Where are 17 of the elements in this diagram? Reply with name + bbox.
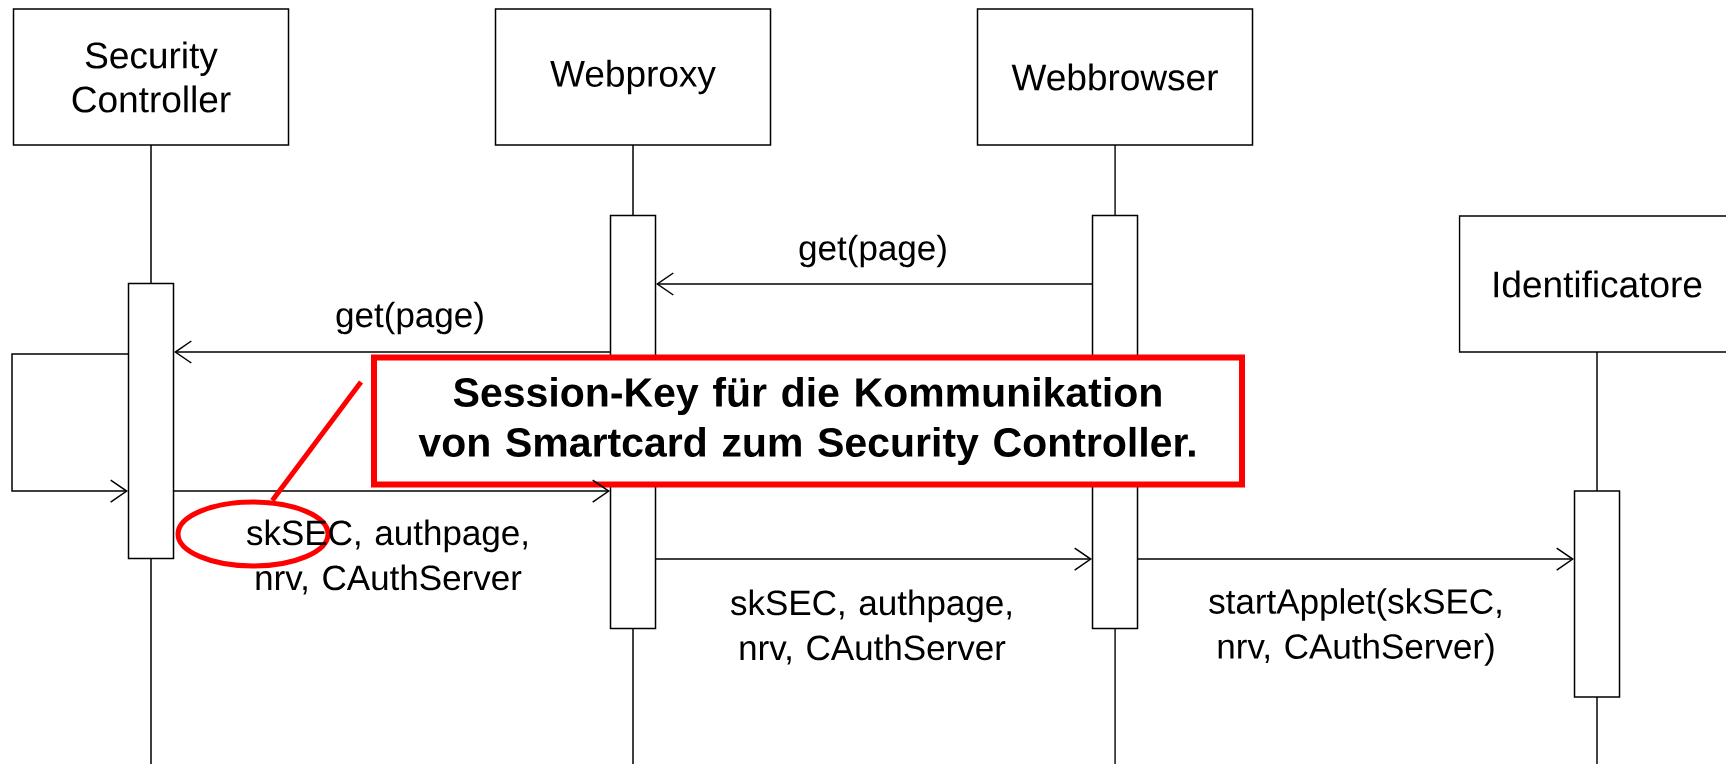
edge-label: get(page) (336, 301, 483, 335)
edge-label: startApplet(skSEC, nrv, CAuthServer) (1209, 588, 1501, 666)
message-arrow (1137, 547, 1574, 571)
edge-label: skSEC, authpage, nrv, CAuthServer (730, 589, 1011, 665)
leader-line (270, 380, 363, 503)
message-arrow (174, 340, 611, 364)
participant-box: Webproxy (494, 8, 772, 146)
message-arrow (655, 547, 1092, 571)
self-message-arrow (11, 353, 129, 503)
message-arrow (656, 272, 1093, 296)
participant-box: Security Controller (12, 8, 290, 146)
activation-bar (127, 282, 175, 560)
participant-box: Webbrowser (976, 8, 1254, 146)
edge-label: get(page) (799, 234, 946, 268)
message-arrow (173, 479, 610, 503)
activation-bar (1573, 490, 1621, 698)
participant-box: Identificatore (1458, 215, 1726, 353)
